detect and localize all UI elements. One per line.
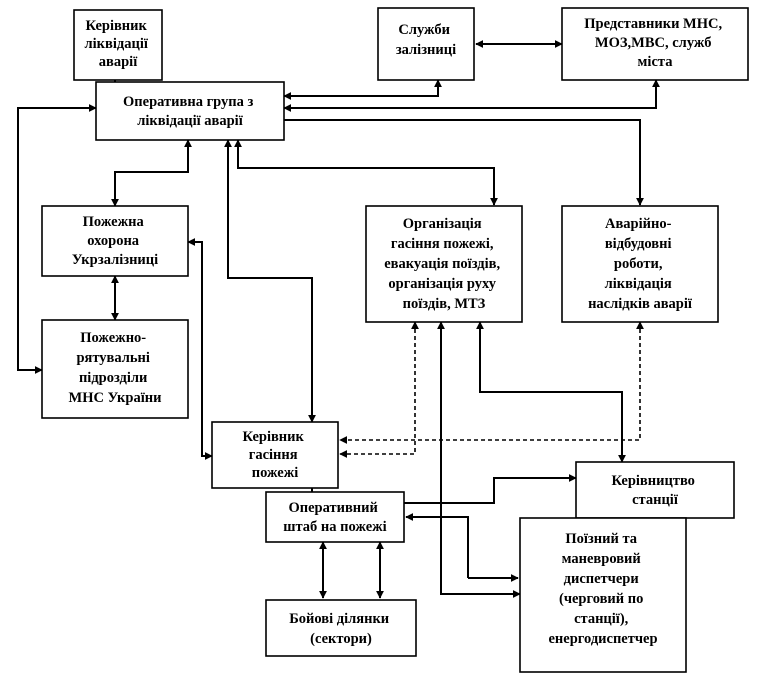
svg-text:Керівник ліквідації: Керівник ліквідації аварії [85, 18, 152, 70]
svg-text:Оперативний штаб на поже: Оперативний штаб на пожежі [283, 500, 386, 535]
edge-organizatsiia-dyspetchery [437, 321, 521, 598]
node-pozhezhno-riatuvalni: Пожежно- рятувальні підрозділи МНС Украї… [41, 319, 189, 419]
svg-text:Організація гасіння поже: Організація гасіння пожежі, евакуація по… [384, 216, 503, 312]
edge-avariini-kerivnyk-gasinnia-dashed [339, 321, 644, 444]
node-kerivnyk-likvidatsii: Керівник ліквідації аварії [73, 9, 163, 81]
edge-predstavnyky-grupa [283, 79, 660, 112]
node-avariino-vidbudovni: Аварійно- відбудовні роботи, ліквідація … [561, 205, 719, 323]
edge-dyspetchery-shtab [405, 513, 469, 578]
node-organizatsiia: Організація гасіння пожежі, евакуація по… [365, 205, 523, 323]
edge-grupa-organizatsiia [234, 139, 498, 206]
edge-shtab-kerivnytstvo [404, 474, 577, 504]
node-sluzhby-zaliznytsi: Служби залізниці [377, 7, 475, 81]
node-pozhezhna-okhorona: Пожежна охорона Укрзалізниці [41, 205, 189, 277]
edge-grupa-avariini [284, 119, 644, 206]
node-predstavnyky: Представники МНС, МОЗ,МВС, служб міста [561, 7, 749, 81]
node-operatyvna-grupa: Оперативна група з ліквідації аварії [95, 81, 285, 141]
edges [17, 40, 660, 599]
edge-organizatsiia-kerivnyk-gasinnia-dashed [339, 321, 419, 458]
node-boiovi-dilianky: Бойові ділянки (сектори) [265, 599, 417, 657]
svg-text:Керівник гасіння п: Керівник гасіння пожежі [242, 429, 307, 481]
svg-text:Пожежна охорона Ук: Пожежна охорона Укрзалізниці [72, 214, 158, 268]
node-kerivnyk-gasinnia: Керівник гасіння пожежі [211, 421, 339, 489]
svg-text:Пожежно- рятувальні: Пожежно- рятувальні підрозділи МНС Украї… [69, 330, 162, 406]
edge-grupa-kerivnyk-gasinnia [224, 139, 316, 423]
node-dyspetchery: Поїзний та маневровий диспетчери (чергов… [519, 517, 687, 673]
edge-sluzhby-grupa [283, 79, 442, 100]
edge-organizatsiia-kerivnytstvo [476, 321, 626, 463]
svg-text:Керівництво станції: Керівництво станції [611, 473, 698, 508]
edge-grupa-okhorona [111, 139, 192, 207]
edge-grupa-riatuvalni [17, 104, 97, 374]
svg-text:Оперативна група з лікві: Оперативна група з ліквідації аварії [123, 94, 257, 129]
svg-text:Бойові ділянки (сектори): Бойові ділянки (сектори) [289, 611, 393, 647]
edge-okhorona-kerivnyk-gasinnia [187, 238, 213, 460]
node-operatyvnyi-shtab: Оперативний штаб на пожежі [265, 491, 405, 543]
svg-text:Аварійно- відбудовні: Аварійно- відбудовні роботи, ліквідація … [588, 216, 693, 312]
svg-text:Поїзний та маневровий: Поїзний та маневровий диспетчери (чергов… [548, 531, 657, 647]
svg-text:Служби залізниці: Служби залізниці [396, 22, 456, 58]
svg-text:Представники МНС, МОЗ,МВ: Представники МНС, МОЗ,МВС, служб міста [584, 16, 725, 70]
node-kerivnytstvo-stantsii: Керівництво станції [575, 461, 735, 519]
